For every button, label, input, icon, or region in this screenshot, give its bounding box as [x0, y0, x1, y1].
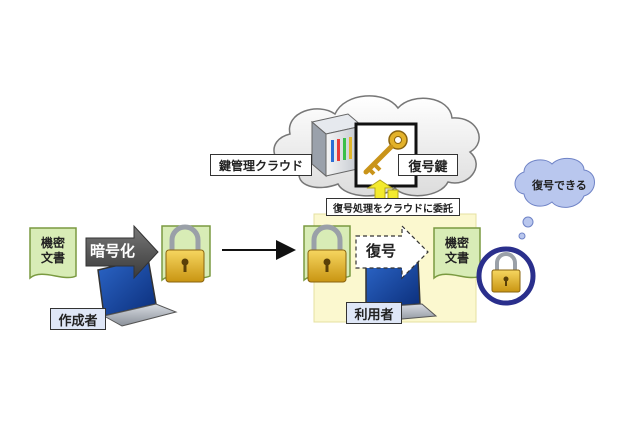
- key-icon: [363, 130, 408, 176]
- encrypted-document: [303, 224, 351, 283]
- decrypt-label: 復号: [366, 242, 397, 260]
- document-icon: [29, 227, 77, 280]
- source-doc-line2: 文書: [40, 251, 65, 265]
- encrypt-arrow: [85, 224, 159, 280]
- lock-icon: [165, 224, 205, 283]
- source-document-text: 機密 文書: [30, 236, 76, 266]
- delegate-label: 復号処理をクラウドに委託: [326, 198, 460, 216]
- can-decrypt-label: 復号できる: [532, 179, 587, 192]
- server-icon: [310, 113, 364, 178]
- user-label: 利用者: [346, 302, 402, 324]
- source-doc-line1: 機密: [40, 236, 65, 250]
- result-doc-line1: 機密: [444, 236, 469, 250]
- cloud-title-label: 鍵管理クラウド: [210, 154, 312, 176]
- decrypt-arrow: [355, 224, 429, 280]
- result-document-text: 機密 文書: [434, 236, 480, 266]
- lock-icon: [476, 246, 536, 306]
- encrypted-document: [161, 224, 211, 283]
- key-label: 復号鍵: [398, 154, 458, 176]
- creator-label: 作成者: [50, 308, 106, 330]
- result-doc-line2: 文書: [444, 251, 469, 265]
- encrypt-label: 暗号化: [90, 242, 136, 260]
- thought-cloud: [514, 157, 595, 240]
- lock-icon: [307, 224, 347, 283]
